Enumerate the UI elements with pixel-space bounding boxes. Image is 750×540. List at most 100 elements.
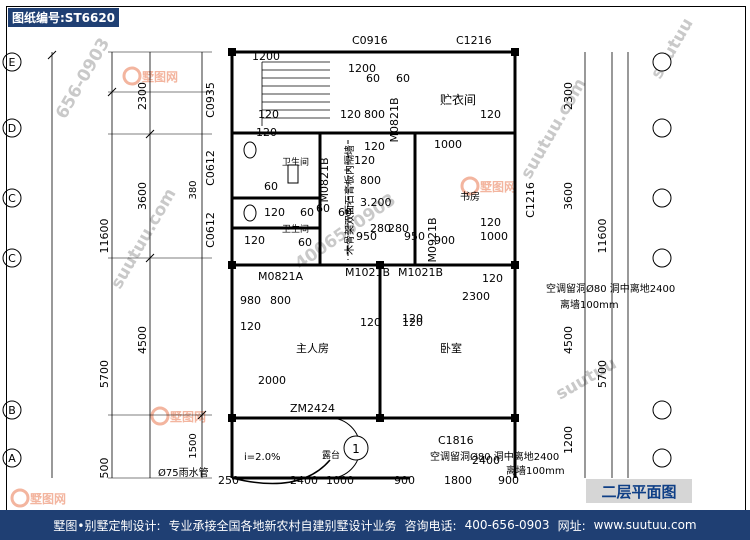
dim-text: 500 <box>98 458 111 479</box>
toilet-icon <box>287 164 299 184</box>
dim-text: 900 <box>434 234 455 247</box>
dim-text: 120 <box>480 216 501 229</box>
dim-text: 1200 <box>252 50 280 63</box>
opening-label: M1021B <box>398 266 443 279</box>
section-mark <box>343 435 369 461</box>
dimension-tick <box>145 253 155 263</box>
ac-note: 离墙100mm <box>506 464 565 477</box>
dim-text: 5700 <box>98 360 111 388</box>
column <box>511 261 519 269</box>
dim-text: 1000 <box>480 230 508 243</box>
opening-label: C1216 <box>456 34 492 47</box>
grid-axis-bubble <box>652 188 672 208</box>
dim-text: 60 <box>396 72 410 85</box>
dim-text: 1200 <box>348 62 376 75</box>
room-label: 卫生间 <box>282 223 309 235</box>
grid-axis-bubble <box>2 188 22 208</box>
dim-text: 800 <box>360 174 381 187</box>
dim-text: 3600 <box>562 182 575 210</box>
dim-text: 2300 <box>136 82 149 110</box>
grid-axis-bubble <box>652 400 672 420</box>
ac-note: 空调留洞Ø80 洞中离地2400 <box>546 282 675 295</box>
grid-axis-bubble <box>2 52 22 72</box>
section-mark-label: 1 <box>352 442 360 456</box>
opening-label: C0935 <box>204 82 217 118</box>
footer-service: 专业承接全国各地新农村自建别墅设计业务 <box>168 518 397 533</box>
dim-text: 250 <box>218 474 239 487</box>
room-label: 卧室 <box>440 341 462 355</box>
dim-text: 4500 <box>136 326 149 354</box>
dim-text: 950 <box>356 230 377 243</box>
footer-bar: 墅图•别墅定制设计: 专业承接全国各地新农村自建别墅设计业务 咨询电话: 400… <box>0 510 750 540</box>
wall-note: 木骨架双面石膏板内隔墙 <box>343 145 356 255</box>
watermark-logo-icon <box>122 66 142 86</box>
dim-text: 120 <box>264 206 285 219</box>
grid-axis-bubble <box>2 400 22 420</box>
grid-axis-label: B <box>8 404 16 417</box>
footer-phone-label: 咨询电话: <box>404 518 457 533</box>
room-label: 卫生间 <box>282 156 309 168</box>
opening-label: C0612 <box>204 150 217 186</box>
balcony-edge <box>231 420 331 485</box>
drawing-code: 图纸编号:ST6620 <box>8 8 120 27</box>
dim-text: 900 <box>498 474 519 487</box>
dim-text: 60 <box>338 206 352 219</box>
watermark-logo-text: 墅图网 <box>30 492 66 506</box>
opening-label: ZM2424 <box>290 402 335 415</box>
dim-text: 2000 <box>258 374 286 387</box>
grid-axis-label: C <box>8 192 16 205</box>
dim-text: 120 <box>482 272 503 285</box>
watermark-logo-icon <box>460 176 480 196</box>
column <box>511 48 519 56</box>
column <box>376 414 384 422</box>
grid-axis-bubble <box>2 248 22 268</box>
footer-phone[interactable]: 400-656-0903 <box>464 518 550 532</box>
dim-text: 4500 <box>562 326 575 354</box>
dim-text: 2300 <box>562 82 575 110</box>
grid-axis-bubble <box>2 448 22 468</box>
dim-text: 120 <box>354 154 375 167</box>
column <box>511 414 519 422</box>
dim-text: 1000 <box>326 474 354 487</box>
grid-axis-bubble <box>652 448 672 468</box>
dim-text: 800 <box>270 294 291 307</box>
opening-label: M0921B <box>426 217 439 262</box>
room-label: 贮衣间 <box>440 92 476 107</box>
grid-axis-bubble <box>2 118 22 138</box>
dim-text: 1800 <box>444 474 472 487</box>
dim-text: 120 <box>360 316 381 329</box>
watermark-logo-icon <box>10 488 30 508</box>
dim-text: 900 <box>394 474 415 487</box>
dim-text: 120 <box>240 320 261 333</box>
footer-site-label: 网址: <box>557 518 586 533</box>
ac-note: 空调留洞Ø80 洞中离地2400 <box>430 450 559 463</box>
dim-text: 1200 <box>562 426 575 454</box>
dim-text: 120 <box>340 108 361 121</box>
watermark-logo-icon <box>150 406 170 426</box>
opening-label: M1021B <box>345 266 390 279</box>
dim-text: 800 <box>364 108 385 121</box>
watermark-logo-text: 墅图网 <box>142 70 178 84</box>
footer-site[interactable]: www.suutuu.com <box>593 518 697 532</box>
grid-axis-bubble <box>652 248 672 268</box>
dim-text: 11600 <box>596 219 609 254</box>
column <box>376 261 384 269</box>
room-label: 露台 <box>322 449 340 461</box>
dim-text: 120 <box>258 108 279 121</box>
opening-label: M0821A <box>258 270 303 283</box>
column <box>228 414 236 422</box>
ac-note: 离墙100mm <box>560 298 619 311</box>
dim-text: 60 <box>366 72 380 85</box>
drawing-frame <box>6 6 746 512</box>
dim-text: 120 <box>256 126 277 139</box>
opening-label: M0821B <box>318 157 331 202</box>
basin-icon <box>243 204 257 222</box>
dim-text: 1500 <box>188 433 199 458</box>
grid-axis-label: A <box>8 452 16 465</box>
dim-text: 980 <box>240 294 261 307</box>
opening-label: C0612 <box>204 212 217 248</box>
dim-text: 1000 <box>434 138 462 151</box>
drainage-note: Ø75雨水管 <box>158 466 209 479</box>
grid-axis-label: D <box>8 122 16 135</box>
